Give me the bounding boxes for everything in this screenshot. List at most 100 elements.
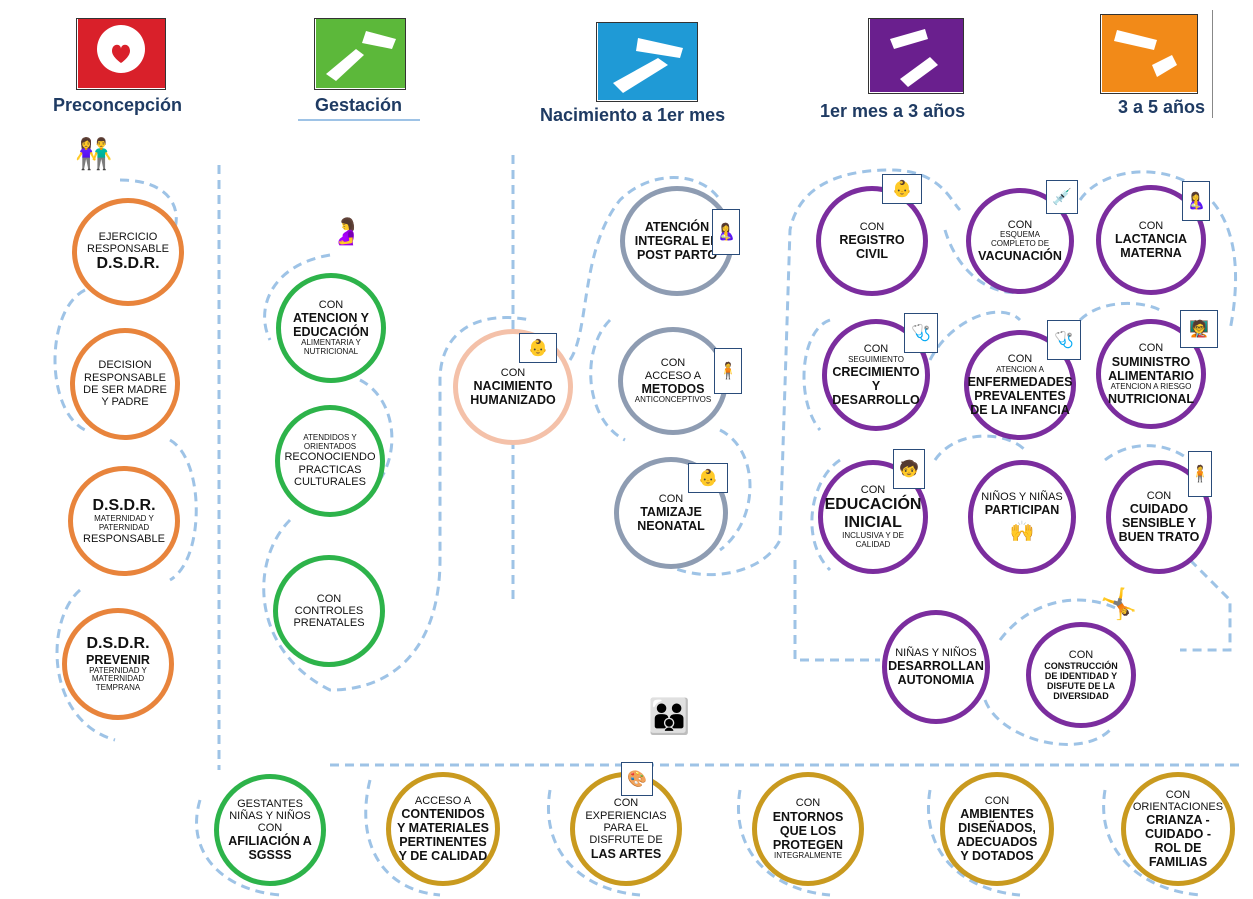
label-l2: NACIMIENTO HUMANIZADO <box>470 379 556 408</box>
label-l3: VACUNACIÓN <box>978 249 1062 264</box>
stage-preconcepcion-label: Preconcepción <box>53 95 183 115</box>
hands-reaching-icon <box>314 18 406 90</box>
baby-icon: 👶 <box>882 174 922 204</box>
teacher-board-icon: 🧑‍🏫 <box>1180 310 1218 348</box>
doctor-patient-icon: 🩺 <box>1047 320 1081 360</box>
label-l1: CON <box>500 366 526 379</box>
stage-gestacion-label: Gestación <box>315 95 403 115</box>
label-l2: SUMINISTRO ALIMENTARIO <box>1108 354 1194 383</box>
circle-practicas-culturales: ATENDIDOS Y ORIENTADOS RECONOCIENDO PRAC… <box>275 405 385 517</box>
label-l1: CON <box>860 483 886 496</box>
label-l2: ENTORNOS QUE LOS PROTEGEN <box>772 809 844 852</box>
label-l1: CON <box>795 797 821 810</box>
label-l2: EXPERIENCIAS PARA EL DISFRUTE DE <box>585 809 667 847</box>
hands-support-icon <box>1100 14 1198 94</box>
nursing-mother-icon: 🤱 <box>1182 181 1210 221</box>
couple-icon: 👫 <box>75 138 113 171</box>
teacher-child-icon: 🧒 <box>893 449 925 489</box>
circle-decision-responsable: DECISION RESPONSABLE DE SER MADRE Y PADR… <box>70 328 180 440</box>
label-l1: CON <box>1138 342 1164 355</box>
parent-child-icon: 🧍 <box>714 348 742 394</box>
label-l2: ORIENTACIONES <box>1132 801 1224 813</box>
label-l3: INTEGRALMENTE <box>773 850 842 860</box>
label-l1: CON <box>318 298 344 311</box>
circle-construccion-identidad: CON CONSTRUCCIÓN DE IDENTIDAD Y DISFUTE … <box>1026 622 1136 728</box>
hands-heart-icon <box>76 18 166 90</box>
circle-ambientes-disenados: CON AMBIENTES DISEÑADOS, ADECUADOS Y DOT… <box>940 772 1054 886</box>
baby-icon: 👶 <box>519 333 557 363</box>
label-l1: CON <box>859 220 885 233</box>
hands-holding-icon <box>596 22 698 102</box>
label-l1: CON <box>984 794 1010 807</box>
label-l1: ACCESO A <box>414 794 472 807</box>
label-l2: REGISTRO CIVIL <box>839 233 905 262</box>
label-l1: CON <box>613 797 639 810</box>
circle-cuidado-sensible: CON CUIDADO SENSIBLE Y BUEN TRATO <box>1106 460 1212 574</box>
label-l3: ATENCION A RIESGO <box>1110 381 1192 391</box>
label-l1: CON <box>1007 218 1033 231</box>
stage-primer-mes-label: 1er mes a 3 años <box>820 101 966 121</box>
label-l1: NIÑOS Y NIÑAS <box>981 490 1063 503</box>
label-l2: D.S.D.R. <box>96 255 160 273</box>
label-l3: CRIANZA - CUIDADO - ROL DE FAMILIAS <box>1145 813 1211 870</box>
stage-3-5-label: 3 a 5 años <box>1118 97 1206 117</box>
circle-entornos-protegen: CON ENTORNOS QUE LOS PROTEGEN INTEGRALME… <box>752 772 864 886</box>
hands-guiding-icon <box>868 18 964 94</box>
gestacion-underline <box>298 119 420 121</box>
circle-controles-prenatales: CON CONTROLES PRENATALES <box>273 555 385 667</box>
label-l3: INCLUSIVA Y DE CALIDAD <box>842 531 904 550</box>
circle-afiliacion-sgsss: GESTANTES NIÑAS Y NIÑOS CON AFILIACIÓN A… <box>214 774 326 886</box>
label-l3: RESPONSABLE <box>83 532 165 545</box>
label-l1: GESTANTES NIÑAS Y NIÑOS CON <box>229 797 311 835</box>
label-l2: CUIDADO SENSIBLE Y BUEN TRATO <box>1118 502 1200 545</box>
circle-participan: NIÑOS Y NIÑAS PARTICIPAN 🙌 <box>968 460 1076 574</box>
label-l2: EDUCACIÓN INICIAL <box>824 496 922 532</box>
circle-metodos-anticonceptivos: CON ACCESO A METODOS ANTICONCEPTIVOS <box>618 327 728 435</box>
header-right-divider <box>1212 10 1213 118</box>
label-l1: EJERCICIO RESPONSABLE <box>87 230 169 256</box>
label-l2: MATERNIDAD Y PATERNIDAD <box>94 513 154 532</box>
label-l2: CONTROLES PRENATALES <box>293 604 365 630</box>
label-l1: NIÑAS Y NIÑOS <box>895 646 977 659</box>
circle-registro-civil: CON REGISTRO CIVIL <box>816 186 928 296</box>
label-l1: ATENCIÓN INTEGRAL EN <box>634 220 720 248</box>
baby-icon: 👶 <box>688 463 728 493</box>
label-l2: SEGUIMIENTO <box>848 354 904 364</box>
stage-nacimiento-label: Nacimiento a 1er mes <box>540 105 726 125</box>
pregnant-woman-icon: 🤰 <box>330 216 363 246</box>
label-l1: CON <box>660 357 686 370</box>
label-l1: D.S.D.R. <box>92 496 156 514</box>
circle-atencion-educacion: CON ATENCION Y EDUCACIÓN ALIMENTARIA Y N… <box>276 273 386 383</box>
label-l1: ATENDIDOS Y ORIENTADOS <box>303 432 357 451</box>
circle-contenidos-materiales: ACCESO A CONTENIDOS Y MATERIALES PERTINE… <box>386 772 500 886</box>
circle-vacunacion: CON ESQUEMA COMPLETO DE VACUNACIÓN <box>966 188 1074 294</box>
label-l1: CON <box>1138 219 1164 232</box>
label-l3: LAS ARTES <box>590 846 662 861</box>
vaccine-icon: 💉 <box>1046 180 1078 214</box>
easel-icon: 🎨 <box>621 762 653 796</box>
circle-suministro-alimentario: CON SUMINISTRO ALIMENTARIO ATENCION A RI… <box>1096 319 1206 429</box>
label-l2: ESQUEMA COMPLETO DE <box>990 230 1050 249</box>
label-l3: ENFERMEDADES PREVALENTES DE LA INFANCIA <box>967 374 1073 417</box>
label-l1: CON <box>1007 353 1033 366</box>
label-l4: NUTRICIONAL <box>1107 391 1195 406</box>
label-l2: ATENCION Y EDUCACIÓN <box>293 311 369 340</box>
label-l2: POST PARTO <box>636 248 718 262</box>
label-l1: CON <box>658 492 684 505</box>
raised-hands-icon: 🙌 <box>1009 520 1035 543</box>
circle-orientaciones-crianza: CON ORIENTACIONES CRIANZA - CUIDADO - RO… <box>1121 772 1235 886</box>
label-l2: AFILIACIÓN A SGSSS <box>228 834 312 863</box>
label-l2: PARTICIPAN <box>984 502 1060 517</box>
label-l2: TAMIZAJE NEONATAL <box>637 505 705 534</box>
label-l2: CONTENIDOS Y MATERIALES PERTINENTES Y DE… <box>397 807 489 864</box>
label-l2: DESARROLLAN AUTONOMIA <box>888 659 984 688</box>
label-l2: AMBIENTES DISEÑADOS, ADECUADOS Y DOTADOS <box>956 807 1038 864</box>
family-icon: 👪 <box>648 698 691 736</box>
label-l2: ATENCION A <box>996 364 1044 374</box>
label-l1: CON <box>863 343 889 356</box>
label-l2: ACCESO A <box>644 369 702 382</box>
circle-ejercicio-responsable: EJERCICIO RESPONSABLE D.S.D.R. <box>72 198 184 306</box>
circle-dsdr-prevenir: D.S.D.R. PREVENIR PATERNIDAD Y MATERNIDA… <box>62 608 174 720</box>
doctor-child-icon: 🩺 <box>904 313 938 353</box>
circle-desarrollan-autonomia: NIÑAS Y NIÑOS DESARROLLAN AUTONOMIA <box>882 610 990 724</box>
